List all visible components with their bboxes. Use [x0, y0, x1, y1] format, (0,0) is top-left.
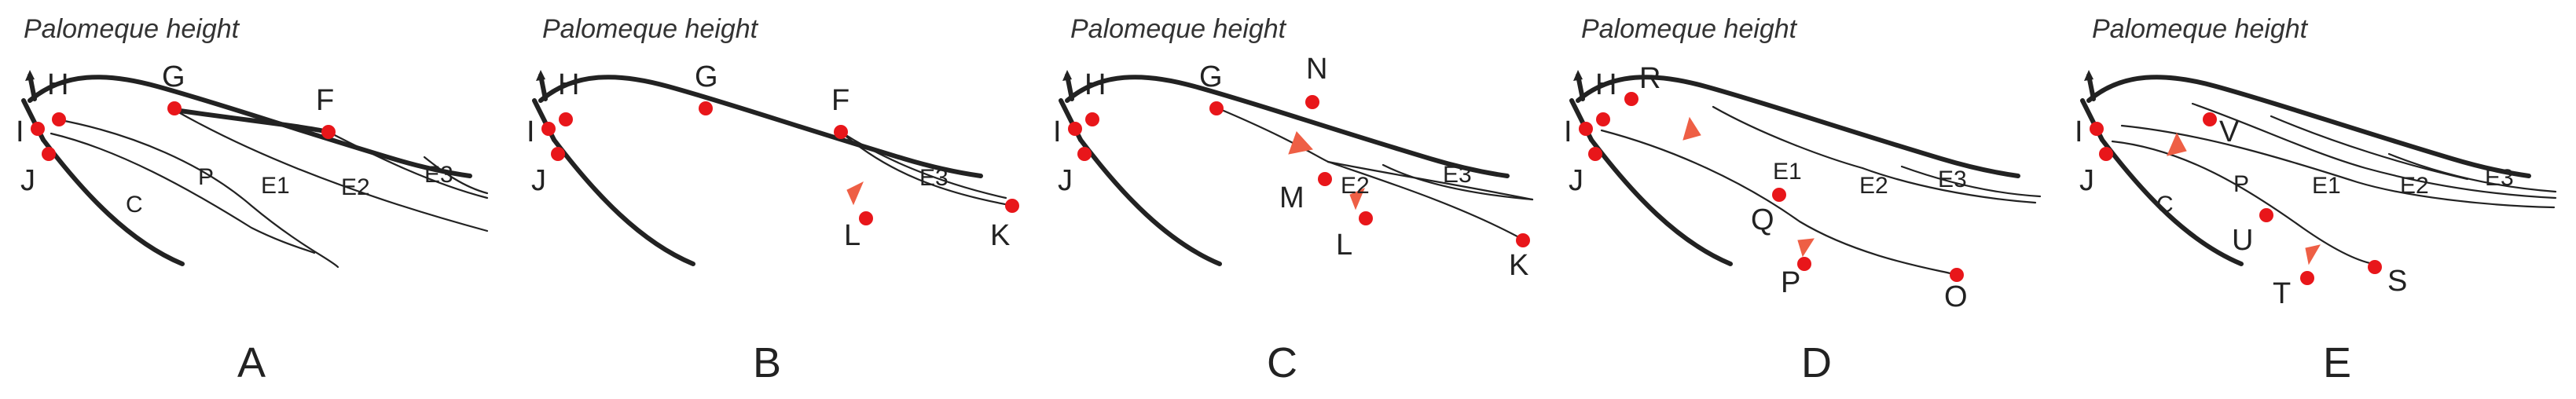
point-marker — [1516, 233, 1530, 247]
zone-label: E1 — [1773, 159, 1802, 185]
point-label: G — [695, 60, 718, 93]
point-label: G — [162, 60, 185, 93]
zone-label: E3 — [919, 165, 949, 191]
panel-d: Palomeque height H R I J Q P O E1 E2 E3 … — [1564, 14, 2042, 386]
point-marker — [1772, 188, 1786, 202]
point-label: N — [1306, 53, 1327, 86]
point-label: Q — [1751, 203, 1774, 236]
zone-label: P — [198, 164, 214, 190]
point-marker — [1359, 211, 1373, 225]
point-marker — [1318, 172, 1332, 186]
panel-letter: A — [237, 339, 266, 386]
zone-label: E2 — [2400, 173, 2429, 199]
point-label: H — [558, 68, 579, 101]
point-marker — [1209, 101, 1224, 115]
point-label: J — [1058, 164, 1073, 197]
point-marker — [859, 211, 873, 225]
point-marker — [541, 122, 556, 136]
point-marker — [2300, 271, 2314, 285]
zone-label: C — [126, 192, 143, 218]
point-marker — [551, 147, 565, 161]
point-marker — [2090, 122, 2104, 136]
point-label: I — [2075, 115, 2083, 148]
point-label: T — [2273, 277, 2291, 310]
point-label: L — [844, 219, 861, 252]
panel-title: Palomeque height — [24, 14, 240, 44]
point-marker — [1588, 147, 1602, 161]
point-label: J — [2079, 164, 2094, 197]
point-marker — [1085, 112, 1099, 126]
point-marker — [167, 101, 182, 115]
zone-label: E3 — [2485, 165, 2514, 191]
panel-b: Palomeque height H G F I J L K E3 B — [527, 14, 1019, 386]
point-marker — [321, 125, 336, 139]
zone-label: P — [2233, 171, 2249, 197]
point-label: H — [1084, 68, 1106, 101]
point-label: L — [1336, 229, 1352, 262]
zone-label: C — [2156, 192, 2174, 218]
zone-label: E1 — [2312, 173, 2341, 199]
panel-c: Palomeque height H G N I J M L K E2 E3 C — [1053, 14, 1534, 386]
panel-letter: E — [2323, 339, 2351, 386]
point-label: H — [1595, 68, 1616, 101]
point-marker — [1005, 199, 1019, 213]
zone-label: E2 — [1341, 173, 1370, 199]
segment-g-f — [172, 108, 331, 134]
point-marker — [2368, 260, 2382, 274]
point-label: V — [2219, 115, 2240, 148]
point-marker — [2203, 112, 2217, 126]
panel-a: Palomeque height H G F I J C P E1 E2 E3 … — [16, 14, 489, 386]
point-label: O — [1944, 280, 1968, 313]
point-marker — [42, 147, 56, 161]
point-marker — [699, 101, 713, 115]
point-label: K — [990, 219, 1010, 252]
point-label: J — [531, 164, 546, 197]
point-label: F — [316, 84, 334, 117]
point-label: I — [1053, 115, 1062, 148]
zone-label: E2 — [341, 174, 370, 200]
point-marker — [1950, 268, 1964, 282]
point-label: K — [1509, 249, 1528, 282]
point-label: I — [527, 115, 535, 148]
point-marker — [1624, 92, 1638, 106]
point-marker — [834, 125, 848, 139]
point-label: G — [1199, 60, 1223, 93]
zone-label: E3 — [424, 162, 453, 188]
point-marker — [2259, 208, 2273, 222]
point-marker — [1797, 257, 1811, 271]
point-marker — [1068, 122, 1082, 136]
panel-title: Palomeque height — [2092, 14, 2309, 44]
panel-title: Palomeque height — [1581, 14, 1798, 44]
point-label: P — [1781, 266, 1800, 299]
panel-title: Palomeque height — [1070, 14, 1287, 44]
panel-title: Palomeque height — [542, 14, 759, 44]
panel-letter: B — [753, 339, 781, 386]
panel-e: Palomeque height V I J U T S C P E1 E2 E… — [2075, 14, 2557, 386]
point-label: J — [1569, 164, 1583, 197]
panel-letter: C — [1267, 339, 1297, 386]
point-label: I — [1564, 115, 1572, 148]
point-label: J — [20, 164, 35, 197]
point-label: S — [2387, 265, 2407, 298]
point-marker — [1596, 112, 1610, 126]
point-label: H — [47, 68, 68, 101]
point-marker — [1579, 122, 1593, 136]
point-marker — [31, 122, 45, 136]
point-label: I — [16, 115, 24, 148]
zone-label: E2 — [1859, 173, 1888, 199]
point-label: U — [2232, 224, 2253, 257]
point-marker — [52, 112, 66, 126]
zone-label: E3 — [1938, 167, 1967, 192]
point-marker — [2099, 147, 2113, 161]
point-label: M — [1279, 181, 1305, 214]
zone-label: E3 — [1443, 162, 1472, 188]
point-marker — [559, 112, 573, 126]
point-label: F — [831, 84, 849, 117]
point-label: R — [1639, 62, 1660, 95]
point-marker — [1305, 95, 1319, 109]
point-marker — [1077, 147, 1092, 161]
panel-letter: D — [1801, 339, 1832, 386]
zone-label: E1 — [261, 173, 290, 199]
